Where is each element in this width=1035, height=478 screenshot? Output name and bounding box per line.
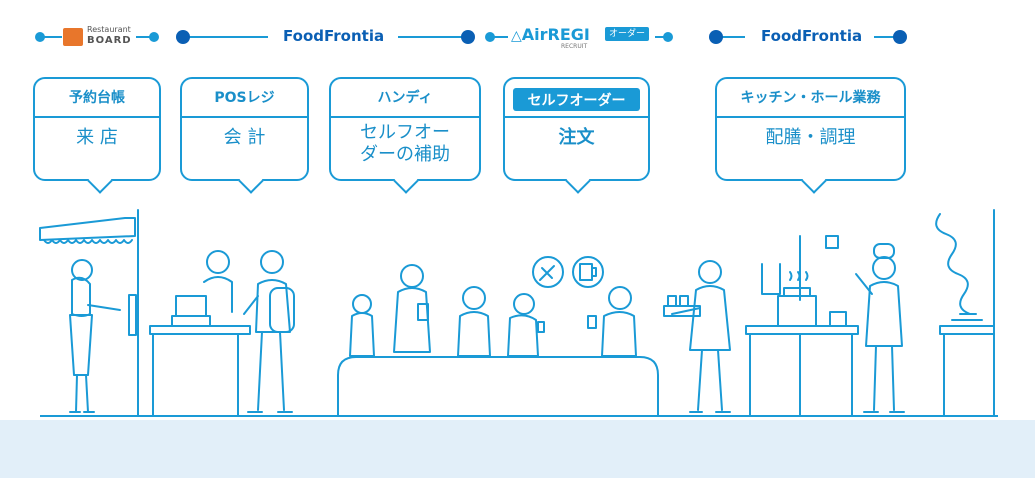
bubble-reservation: 予約台帳 来 店 [33, 77, 161, 194]
chef-icon [855, 243, 905, 413]
flow-nodes [35, 30, 907, 44]
bubble-heading: セルフオーダー [527, 93, 626, 109]
pos-counter-icon [149, 250, 251, 417]
bubble-body-line: 会 計 [223, 127, 266, 148]
restaurant-board-logo-line2: BOARD [87, 35, 132, 46]
airregi-order-badge: オーダー [605, 27, 649, 41]
bubble-divider [505, 116, 648, 118]
airregi-brand-text: AirREGI [521, 25, 590, 44]
airregi-logo-brand: △AirREGI [511, 25, 590, 44]
bubble-body-line: 注文 [558, 127, 595, 148]
bubble-heading: キッチン・ホール業務 [740, 90, 881, 106]
floor-band [0, 420, 1035, 478]
bubble-divider [717, 116, 904, 118]
bubble-kitchen-hall: キッチン・ホール業務 配膳・調理 [715, 77, 906, 194]
bubble-heading: 予約台帳 [69, 90, 125, 106]
bubble-heading: ハンディ [377, 90, 433, 106]
bubble-body-line: セルフオー [360, 122, 450, 143]
bubble-body: 来 店 [35, 127, 159, 149]
entrance-awning-icon [39, 209, 139, 417]
foodfrontia-label-1: FoodFrontia [283, 27, 385, 45]
bubble-handy: ハンディ セルフオー ダーの補助 [329, 77, 481, 194]
dining-table-icon [337, 264, 659, 417]
bubble-body: 配膳・調理 [717, 127, 904, 149]
bubble-body-line: 来 店 [76, 127, 118, 148]
bubble-body: 注文 [505, 127, 648, 149]
order-icons [532, 256, 604, 288]
bubble-divider [182, 116, 307, 118]
restaurant-board-logo-line1: Restaurant [87, 25, 131, 34]
restaurant-board-logo-mark [63, 28, 83, 46]
foodfrontia-label-2: FoodFrontia [761, 27, 863, 45]
customer-arriving-icon [69, 259, 121, 413]
customer-paying-icon [243, 250, 295, 413]
airregi-order-logo: △AirREGI オーダー RECRUIT [511, 22, 655, 52]
kitchen-counter-icon [745, 235, 859, 417]
bubble-body: 会 計 [182, 127, 307, 149]
bubble-body-line: 配膳・調理 [765, 127, 856, 148]
waitress-icon [663, 260, 731, 413]
bubble-heading: POSレジ [214, 90, 275, 106]
bubble-heading-highlight [513, 88, 640, 111]
bubble-pos: POSレジ 会 計 [180, 77, 309, 194]
bubble-divider [35, 116, 159, 118]
restaurant-board-logo: Restaurant BOARD [63, 24, 135, 50]
bubble-body-line: ダーの補助 [360, 144, 450, 165]
stove-icon [935, 209, 995, 417]
bubble-self-order: セルフオーダー 注文 [503, 77, 650, 194]
bubble-divider [331, 116, 479, 118]
bubble-body: セルフオー ダーの補助 [331, 122, 479, 166]
airregi-byline: RECRUIT [561, 43, 588, 50]
